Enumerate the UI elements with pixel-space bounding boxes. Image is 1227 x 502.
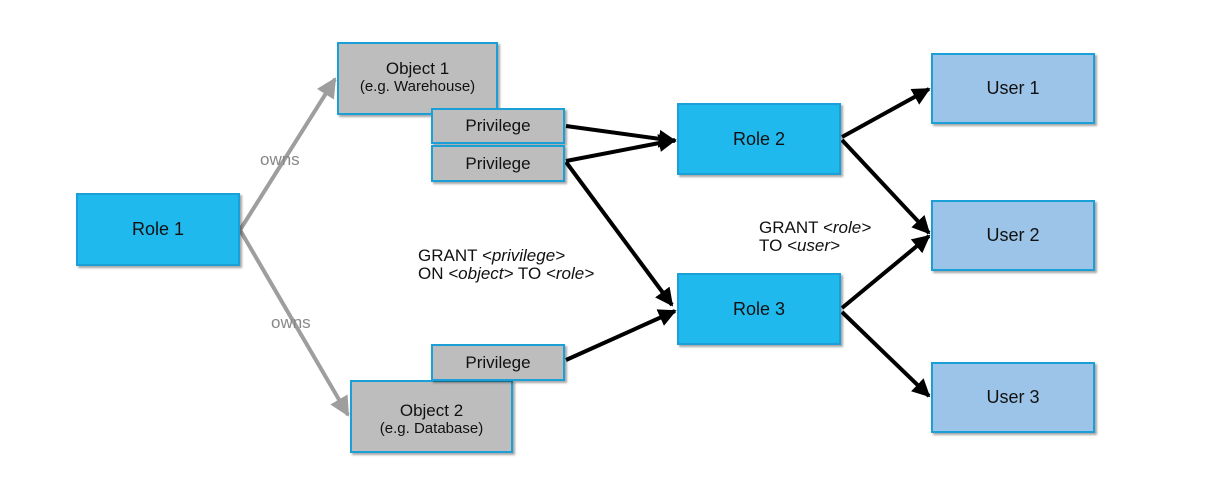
user-2-label: User 2: [986, 225, 1040, 245]
user-param: <user>: [787, 236, 840, 255]
privilege-3-node: Privilege: [431, 344, 565, 381]
user-1-label: User 1: [986, 78, 1040, 98]
grant-keyword: GRANT: [759, 218, 823, 237]
owns-label-top: owns: [260, 150, 300, 169]
object-2-title: Object 2: [399, 400, 464, 420]
role-1-label: Role 1: [131, 219, 185, 239]
object-1-node: Object 1 (e.g. Warehouse): [337, 42, 498, 115]
grant-arrow-privilege2-role2: [565, 134, 677, 163]
privilege-1-label: Privilege: [465, 116, 531, 135]
role-1-node: Role 1: [76, 193, 240, 266]
to-keyword: TO: [513, 264, 546, 283]
role-2-node: Role 2: [677, 103, 841, 175]
owns-arrow-object-1: [238, 77, 337, 232]
role-param: <role>: [545, 264, 595, 283]
grant-arrow-privilege2-role3: [564, 160, 674, 307]
privilege-param: <privilege>: [481, 246, 566, 265]
grant-role-line-1: GRANT <role>: [759, 219, 871, 237]
owns-arrow-object-2: [238, 228, 350, 417]
privilege-2-node: Privilege: [431, 145, 565, 182]
privilege-1-node: Privilege: [431, 108, 565, 144]
grant-arrow-role3-user3: [840, 310, 931, 398]
role-3-label: Role 3: [732, 298, 786, 319]
role-3-node: Role 3: [677, 273, 841, 345]
user-1-node: User 1: [931, 53, 1095, 124]
to-keyword: TO: [759, 236, 788, 255]
on-keyword: ON: [418, 264, 449, 283]
grant-arrow-privilege3-role3: [565, 309, 677, 362]
grant-arrow-role3-user2: [840, 234, 931, 310]
grant-privilege-line-1: GRANT <privilege>: [418, 247, 594, 265]
grant-arrow-privilege1-role2: [565, 124, 677, 148]
object-1-title: Object 1: [385, 58, 450, 78]
object-2-subtitle: (e.g. Database): [379, 419, 484, 437]
grant-arrow-role2-user1: [841, 87, 931, 139]
privilege-2-label: Privilege: [465, 153, 531, 173]
grant-privilege-annotation: GRANT <privilege> ON <object> TO <role>: [418, 247, 594, 283]
owns-label-bottom: owns: [271, 313, 311, 332]
grant-keyword: GRANT: [418, 246, 482, 265]
grant-role-line-2: TO <user>: [759, 237, 871, 255]
object-param: <object>: [448, 264, 514, 283]
role-param: <role>: [822, 218, 872, 237]
grant-arrow-role2-user2: [840, 138, 931, 235]
role-2-label: Role 2: [732, 128, 786, 149]
object-2-node: Object 2 (e.g. Database): [350, 380, 513, 453]
user-3-label: User 3: [986, 387, 1040, 407]
object-1-subtitle: (e.g. Warehouse): [359, 77, 476, 95]
user-2-node: User 2: [931, 200, 1095, 271]
grant-role-annotation: GRANT <role> TO <user>: [759, 219, 871, 255]
grant-privilege-line-2: ON <object> TO <role>: [418, 265, 594, 283]
user-3-node: User 3: [931, 362, 1095, 433]
privilege-3-label: Privilege: [465, 352, 531, 372]
